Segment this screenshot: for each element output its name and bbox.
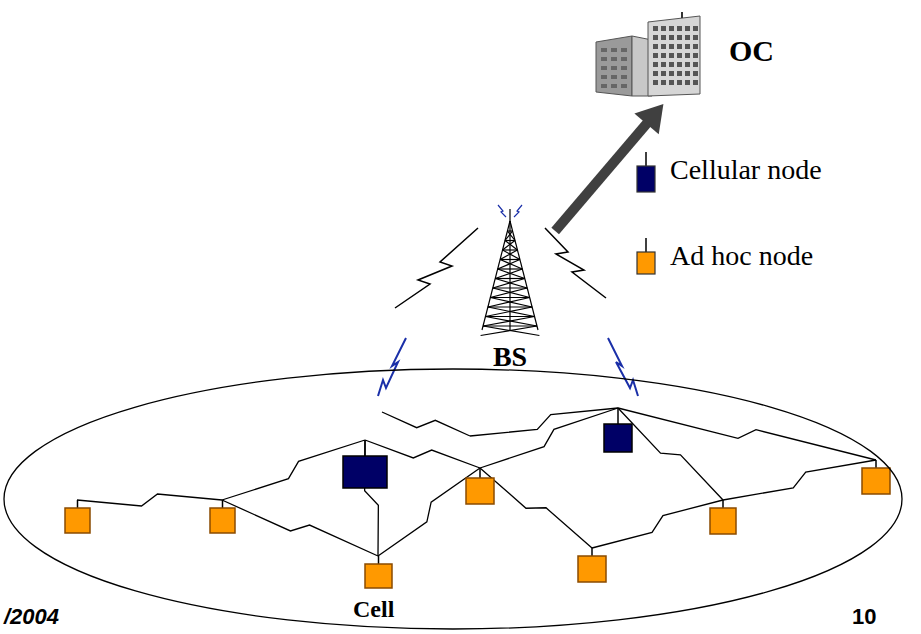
antenna — [222, 500, 224, 508]
device-box — [710, 508, 736, 534]
adhoc-link — [592, 500, 723, 548]
device-box — [65, 508, 90, 533]
radio-link — [545, 228, 606, 298]
adhoc-link — [77, 494, 222, 506]
uplink-arrow — [555, 104, 663, 231]
office-building — [592, 12, 704, 98]
adhoc-link — [480, 468, 592, 548]
adhoc-link — [222, 500, 378, 556]
adhoc-link — [618, 408, 723, 500]
antenna — [77, 500, 79, 508]
device-box — [365, 564, 392, 588]
adhoc-link — [382, 412, 470, 436]
adhoc-link — [723, 460, 876, 500]
antenna — [875, 460, 877, 468]
page-number: 10 — [852, 604, 876, 630]
device-box — [343, 456, 387, 488]
device-box — [604, 424, 632, 452]
device-box — [862, 468, 890, 494]
tower-symbol — [470, 195, 550, 337]
device-box — [210, 508, 235, 533]
legend-text: Ad hoc node — [670, 236, 870, 276]
node-label: OC — [729, 34, 774, 68]
cell-node: Cell — [3, 368, 903, 630]
cell-nodes — [65, 408, 890, 588]
radio-bolt — [608, 338, 638, 396]
adhoc-link — [470, 408, 618, 436]
legend-text: Cellular node — [670, 150, 870, 190]
adhoc-link — [378, 468, 480, 556]
cell-outline — [3, 368, 903, 630]
device-box — [466, 478, 494, 504]
oc-node: OC — [592, 8, 822, 98]
antenna — [617, 408, 619, 424]
node-label: BS — [470, 341, 550, 373]
antenna — [479, 468, 481, 478]
legend-swatch — [632, 236, 660, 280]
antenna — [364, 440, 366, 456]
antenna — [722, 500, 724, 508]
radio-bolt — [378, 338, 406, 396]
antenna — [591, 548, 593, 556]
antenna — [378, 556, 380, 564]
node-label: Cell — [353, 596, 394, 623]
legend-swatch — [632, 150, 660, 194]
adhoc-link — [618, 408, 876, 460]
bs-node: BS — [470, 195, 550, 373]
device-box — [578, 556, 606, 582]
radio-link — [395, 228, 478, 308]
date-label: /2004 — [4, 604, 59, 630]
adhoc-links — [77, 408, 876, 556]
